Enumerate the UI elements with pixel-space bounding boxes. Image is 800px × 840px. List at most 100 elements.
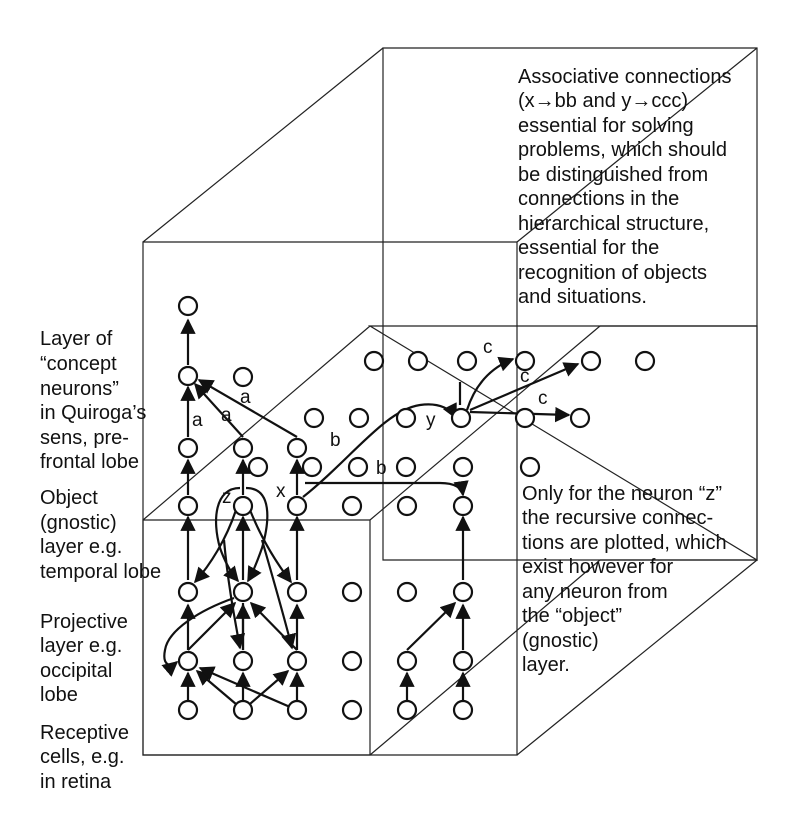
projective-layer-label: Projective layer e.g. occipital lobe [40, 611, 128, 706]
neuron-far [363, 350, 385, 372]
inner-box-back [367, 325, 758, 562]
neuron-far [407, 350, 429, 372]
associative-note-line: problems, which should [518, 139, 727, 161]
receptive-layer-label-line: cells, e.g. [40, 746, 124, 768]
conn-z-o3 [248, 509, 292, 584]
neuron-gnostic [177, 495, 199, 517]
neuron-back [452, 456, 474, 478]
neuron-back [347, 456, 369, 478]
object-layer-label-line: (gnostic) [40, 512, 117, 534]
outer-edge-br [516, 559, 758, 756]
concept-layer-label-line: Layer of [40, 328, 113, 350]
neuron-projective [177, 650, 199, 672]
neuron-concept [348, 407, 370, 429]
neuron-receptive [396, 699, 418, 721]
associative-note-line: hierarchical structure, [518, 213, 709, 235]
receptive-layer-label-line: in retina [40, 771, 112, 793]
neuron-far [514, 350, 536, 372]
connection-labels: a a a b b c c c x y z [192, 337, 548, 508]
conn-z-p2 [222, 539, 246, 650]
neuron-object [286, 581, 308, 603]
associative-note-line: be distinguished from [518, 164, 708, 186]
neuron-projective [452, 650, 474, 672]
neuron-object [232, 581, 254, 603]
neuron-concept [286, 437, 308, 459]
neuron-y [450, 407, 472, 429]
projective-layer-label-line: lobe [40, 684, 78, 706]
neuron-projective [341, 650, 363, 672]
inner-box-front [142, 519, 371, 756]
projective-layer-label-line: layer e.g. [40, 635, 122, 657]
conn-c3-top [197, 379, 298, 438]
associative-note-line: recognition of objects [518, 262, 707, 284]
neuron-object [452, 581, 474, 603]
neuron-concept [569, 407, 591, 429]
conn-r3-p1 [198, 666, 298, 712]
recursive-note-line: Only for the neuron “z” [522, 483, 722, 505]
conn-z-o1 [193, 509, 238, 584]
neuron-receptive [452, 699, 474, 721]
neuron-gnostic [396, 495, 418, 517]
concept-layer-label-line: neurons” [40, 378, 119, 400]
conn-z-p3 [260, 539, 297, 650]
associative-note-line: and situations. [518, 286, 647, 308]
neuron-far [232, 366, 254, 388]
neuron-object [396, 581, 418, 603]
neuron-gnostic [341, 495, 363, 517]
label-a3: a [240, 387, 251, 408]
concept-layer-label-line: “concept [40, 353, 117, 375]
object-layer-label-line: Object [40, 487, 98, 509]
associative-note-line: essential for the [518, 237, 659, 259]
recursive-note-line: (gnostic) [522, 630, 599, 652]
object-layer-label-line: temporal lobe [40, 561, 161, 583]
neuron-back [395, 456, 417, 478]
neuron-concept [232, 437, 254, 459]
neuron-receptive [232, 699, 254, 721]
neuron-object [341, 581, 363, 603]
inner-edge-mid [369, 559, 601, 756]
conn-z-o2b [245, 486, 269, 583]
neuron-receptive [341, 699, 363, 721]
recursive-note-line: any neuron from [522, 581, 668, 603]
recursive-note: Only for the neuron “z” the recursive co… [522, 483, 727, 676]
receptive-layer-label-line: Receptive [40, 722, 129, 744]
neuron-concept [177, 437, 199, 459]
associative-note: Associative connections (x→bb and y→ccc)… [518, 66, 731, 308]
concept-layer-label-line: frontal lobe [40, 451, 139, 473]
associative-note-line: (x→bb and y→ccc) [518, 90, 688, 112]
neuron-back [301, 456, 323, 478]
neuron-concept [395, 407, 417, 429]
label-b2: b [376, 458, 387, 479]
neuron-receptive [177, 699, 199, 721]
neuron-receptive [286, 699, 308, 721]
label-a1: a [192, 410, 203, 431]
conn-p1-o2 [187, 601, 237, 651]
projective-layer-label-line: Projective [40, 611, 128, 633]
label-b1: b [330, 430, 341, 451]
neuron-concept [514, 407, 536, 429]
neuron-projective [232, 650, 254, 672]
neuron-projective [286, 650, 308, 672]
conn-c-up [465, 356, 515, 411]
label-c1: c [483, 337, 493, 358]
associative-note-line: essential for solving [518, 115, 694, 137]
neuron-concept [303, 407, 325, 429]
label-y: y [426, 410, 436, 431]
recursive-note-line: layer. [522, 654, 570, 676]
neuron-far [456, 350, 478, 372]
associative-note-line: Associative connections [518, 66, 731, 88]
label-a2: a [221, 405, 232, 426]
neuron-x [286, 495, 308, 517]
conn-rp1-ro2 [406, 601, 457, 651]
neuron-gnostic [452, 495, 474, 517]
neurons [177, 295, 656, 721]
conn-c-right [469, 362, 580, 412]
inner-edge-tl [142, 325, 371, 521]
recursive-note-line: the “object” [522, 605, 622, 627]
neuron-concept-hub [177, 365, 199, 387]
outer-edge-tl [142, 47, 384, 243]
neuron-projective [396, 650, 418, 672]
neuron-back [519, 456, 541, 478]
concept-layer-label-line: sens, pre- [40, 427, 129, 449]
